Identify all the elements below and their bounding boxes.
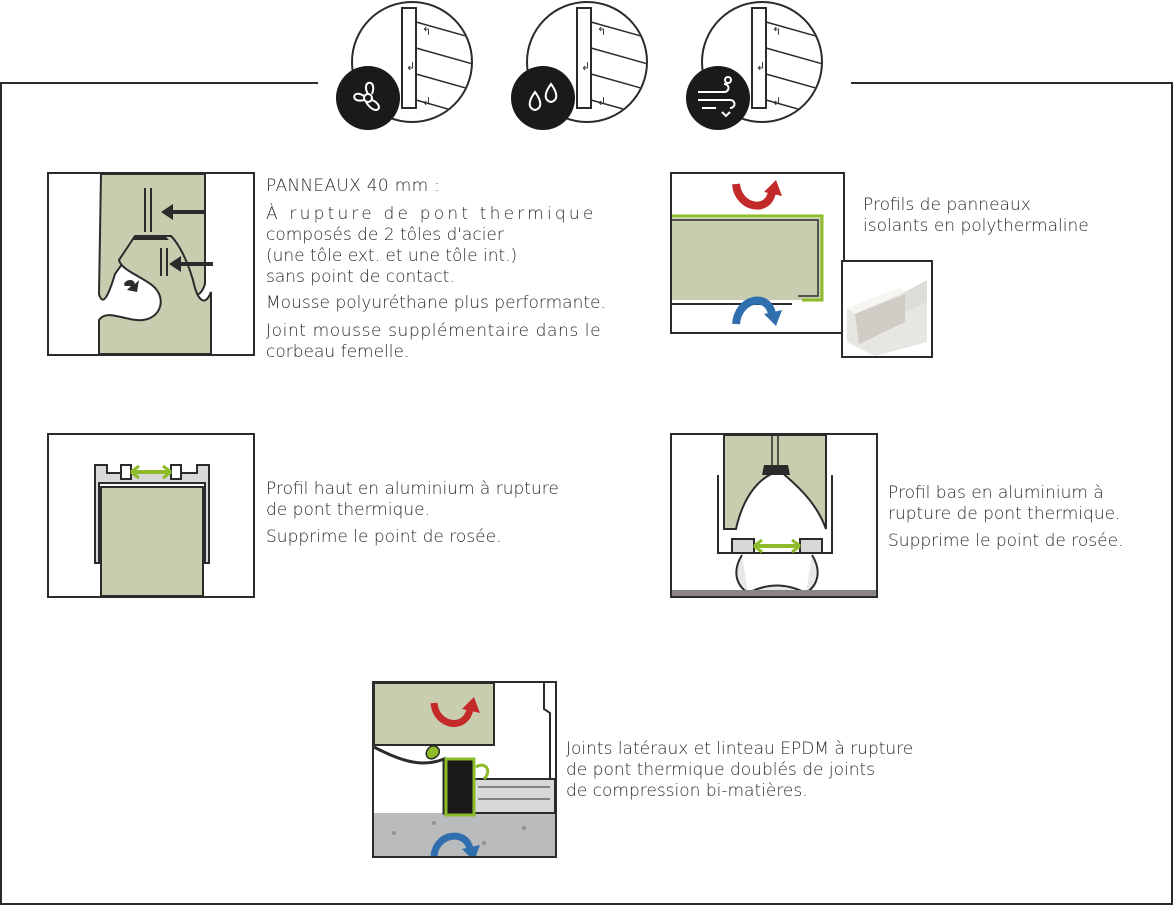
panels-line1: À rupture de pont thermique — [266, 204, 597, 224]
panel-seals-diagram — [372, 681, 557, 858]
panels-line4: sans point de contact. — [266, 267, 455, 287]
panels-title: PANNEAUX 40 mm : — [266, 176, 441, 196]
seals-line3: de compression bi-matières. — [566, 781, 808, 801]
svg-text:↰: ↰ — [422, 25, 431, 38]
top-profile-line1: Profil haut en aluminium à rupture — [266, 479, 559, 499]
water-drops-icon — [511, 66, 575, 130]
top-profile-line3: Supprime le point de rosée. — [266, 527, 502, 547]
bottom-profile-line2: rupture de pont thermique. — [888, 504, 1121, 524]
top-profile-line2: de pont thermique. — [266, 500, 430, 520]
panels-line3: (une tôle ext. et une tôle int.) — [266, 246, 518, 266]
svg-text:↰: ↰ — [772, 25, 781, 38]
panels-para3a: Joint mousse supplémentaire dans le — [266, 321, 602, 341]
svg-text:↰: ↰ — [597, 25, 606, 38]
profiles-line2: isolants en polythermaline — [863, 216, 1089, 236]
wind-weather-icon — [686, 66, 750, 130]
panels-para3b: corbeau femelle. — [266, 342, 410, 362]
frame-top-left — [0, 82, 318, 84]
header-icon-water: ↰ ↲ ↲ — [505, 0, 655, 135]
panel-bottom-profile-diagram — [670, 433, 878, 598]
panel-profile-photo — [841, 260, 933, 358]
bottom-profile-line3: Supprime le point de rosée. — [888, 531, 1124, 551]
profiles-line1: Profils de panneaux — [863, 195, 1031, 215]
svg-text:↲: ↲ — [597, 95, 606, 108]
seals-line1: Joints latéraux et linteau EPDM à ruptur… — [566, 739, 914, 759]
panel-profile-diagram — [670, 172, 845, 334]
panel-top-profile-diagram — [47, 433, 255, 598]
profiles-description: Profils de panneaux isolants en polyther… — [863, 195, 1133, 237]
panels-para2: Mousse polyuréthane plus performante. — [266, 293, 606, 313]
svg-text:↲: ↲ — [422, 95, 431, 108]
frame-top-right — [851, 82, 1173, 84]
header-icon-ventilation: ↰ ↲ ↲ — [330, 0, 480, 135]
top-profile-description: Profil haut en aluminium à rupture de po… — [266, 479, 586, 548]
frame-bottom — [0, 903, 1173, 905]
frame-right — [1171, 82, 1173, 905]
svg-text:↲: ↲ — [772, 95, 781, 108]
svg-text:↲: ↲ — [756, 60, 765, 73]
panel-joint-diagram — [47, 172, 255, 356]
bottom-profile-line1: Profil bas en aluminium à — [888, 483, 1104, 503]
header-icon-wind: ↰ ↲ ↲ — [680, 0, 830, 135]
seals-description: Joints latéraux et linteau EPDM à ruptur… — [566, 739, 966, 802]
bottom-profile-description: Profil bas en aluminium à rupture de pon… — [888, 483, 1158, 552]
frame-left — [0, 82, 2, 905]
ventilation-icon — [336, 66, 400, 130]
panels-description: PANNEAUX 40 mm : À rupture de pont therm… — [266, 176, 608, 363]
panels-line2: composés de 2 tôles d'acier — [266, 225, 504, 245]
seals-line2: de pont thermique doublés de joints — [566, 760, 875, 780]
svg-text:↲: ↲ — [581, 60, 590, 73]
svg-text:↲: ↲ — [406, 60, 415, 73]
